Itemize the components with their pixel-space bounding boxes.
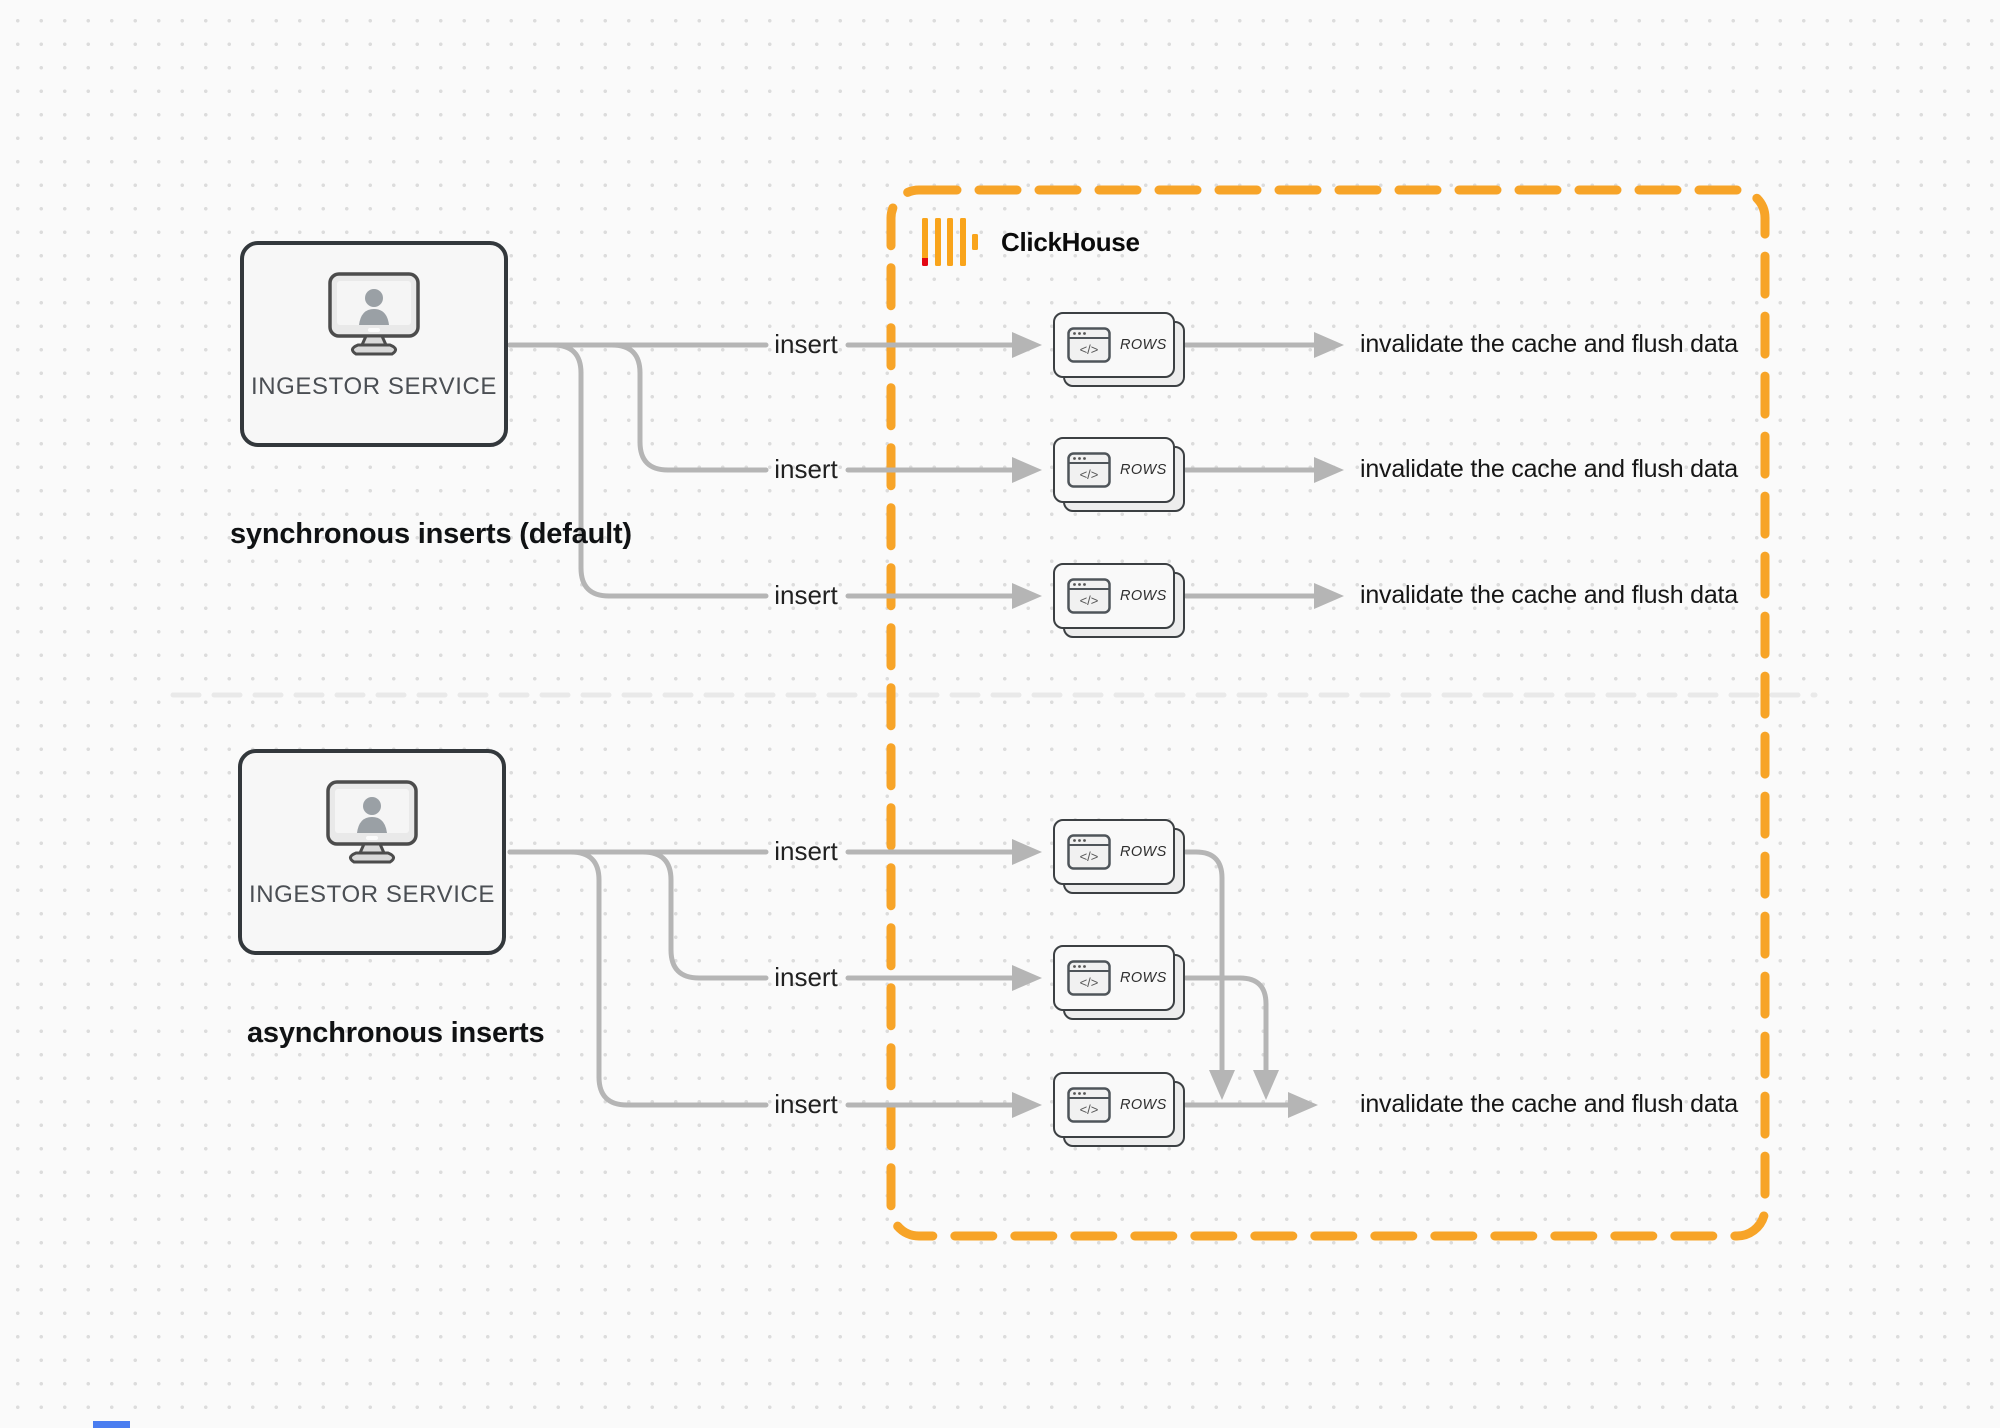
async-wire-row3 [507, 849, 769, 1108]
rows-card-front: </> ROWS [1053, 819, 1175, 885]
clickhouse-logo-bar [947, 218, 953, 266]
async-ingestor-service-box: INGESTOR SERVICE [238, 749, 506, 955]
async-service-label: INGESTOR SERVICE [248, 881, 496, 908]
async-result-label: invalidate the cache and flush data [1360, 1090, 1738, 1118]
sync-caption: synchronous inserts (default) [230, 518, 632, 550]
artifact-blue-bar [93, 1421, 130, 1428]
sync-rows-card-2: </> ROWS [1053, 437, 1187, 513]
svg-text:</>: </> [1080, 975, 1099, 990]
clickhouse-logo-bar [922, 218, 928, 266]
rows-card-label: ROWS [1120, 1097, 1167, 1113]
sync-ingestor-service-box: INGESTOR SERVICE [240, 241, 508, 447]
rows-card-front: </> ROWS [1053, 437, 1175, 503]
async-merge-arrow-row2 [1183, 975, 1279, 1100]
async-caption: asynchronous inserts [247, 1017, 545, 1049]
clickhouse-logo-icon [922, 218, 978, 266]
clickhouse-logo-bar [934, 218, 941, 266]
sync-insert-label-2: insert [774, 454, 838, 484]
sync-insert-label-3: insert [774, 580, 838, 610]
code-window-icon: </> [1067, 960, 1111, 996]
rows-card-label: ROWS [1120, 844, 1167, 860]
async-insert-label-2: insert [774, 962, 838, 992]
async-insert-label-3: insert [774, 1089, 838, 1119]
sync-insert-label-1: insert [774, 329, 838, 359]
async-wire-row2 [507, 849, 769, 981]
code-window-icon: </> [1067, 578, 1111, 614]
sync-result-label-1: invalidate the cache and flush data [1360, 330, 1738, 358]
svg-text:</>: </> [1080, 467, 1099, 482]
user-monitor-icon [326, 780, 418, 864]
sync-rows-card-1: </> ROWS [1053, 312, 1187, 388]
svg-text:</>: </> [1080, 849, 1099, 864]
async-rows-card-2: </> ROWS [1053, 945, 1187, 1021]
user-monitor-icon [328, 272, 420, 356]
code-window-icon: </> [1067, 452, 1111, 488]
sync-result-label-2: invalidate the cache and flush data [1360, 455, 1738, 483]
rows-card-front: </> ROWS [1053, 1072, 1175, 1138]
code-window-icon: </> [1067, 834, 1111, 870]
sync-wire-row3 [507, 342, 769, 599]
clickhouse-logo-bar [959, 218, 966, 266]
rows-card-label: ROWS [1120, 462, 1167, 478]
code-window-icon: </> [1067, 327, 1111, 363]
sync-wire-row2 [507, 342, 769, 473]
async-rows-card-3: </> ROWS [1053, 1072, 1187, 1148]
svg-text:</>: </> [1080, 1102, 1099, 1117]
async-merge-arrow-row1 [1183, 849, 1235, 1100]
svg-text:</>: </> [1080, 593, 1099, 608]
sync-result-label-3: invalidate the cache and flush data [1360, 581, 1738, 609]
rows-card-front: </> ROWS [1053, 945, 1175, 1011]
async-insert-label-1: insert [774, 836, 838, 866]
clickhouse-title: ClickHouse [1001, 227, 1140, 257]
clickhouse-logo-dot [972, 234, 978, 250]
rows-card-label: ROWS [1120, 588, 1167, 604]
async-rows-card-1: </> ROWS [1053, 819, 1187, 895]
sync-rows-card-3: </> ROWS [1053, 563, 1187, 639]
rows-card-front: </> ROWS [1053, 563, 1175, 629]
sync-service-label: INGESTOR SERVICE [250, 373, 498, 400]
rows-card-front: </> ROWS [1053, 312, 1175, 378]
svg-text:</>: </> [1080, 342, 1099, 357]
rows-card-label: ROWS [1120, 970, 1167, 986]
rows-card-label: ROWS [1120, 337, 1167, 353]
code-window-icon: </> [1067, 1087, 1111, 1123]
